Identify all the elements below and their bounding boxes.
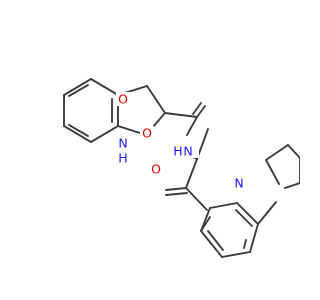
bond-lines: [63, 78, 300, 258]
carbonyl-oxygen-2-label: O: [151, 162, 161, 177]
molecule-structure: O O N H O N H N: [63, 78, 300, 258]
furan-oxygen-label: O: [142, 126, 152, 141]
amide-hydrogen-2-label: H: [173, 144, 182, 159]
atom-labels: O O N H O N H N: [116, 92, 246, 191]
pyrrolidine-nitrogen-label: N: [234, 176, 243, 191]
carbonyl-oxygen-1-label: O: [118, 92, 128, 107]
amide-nitrogen-1-label: N: [118, 136, 127, 151]
amide-hydrogen-1-label: H: [118, 151, 127, 166]
amide-nitrogen-2-label: N: [183, 144, 192, 159]
